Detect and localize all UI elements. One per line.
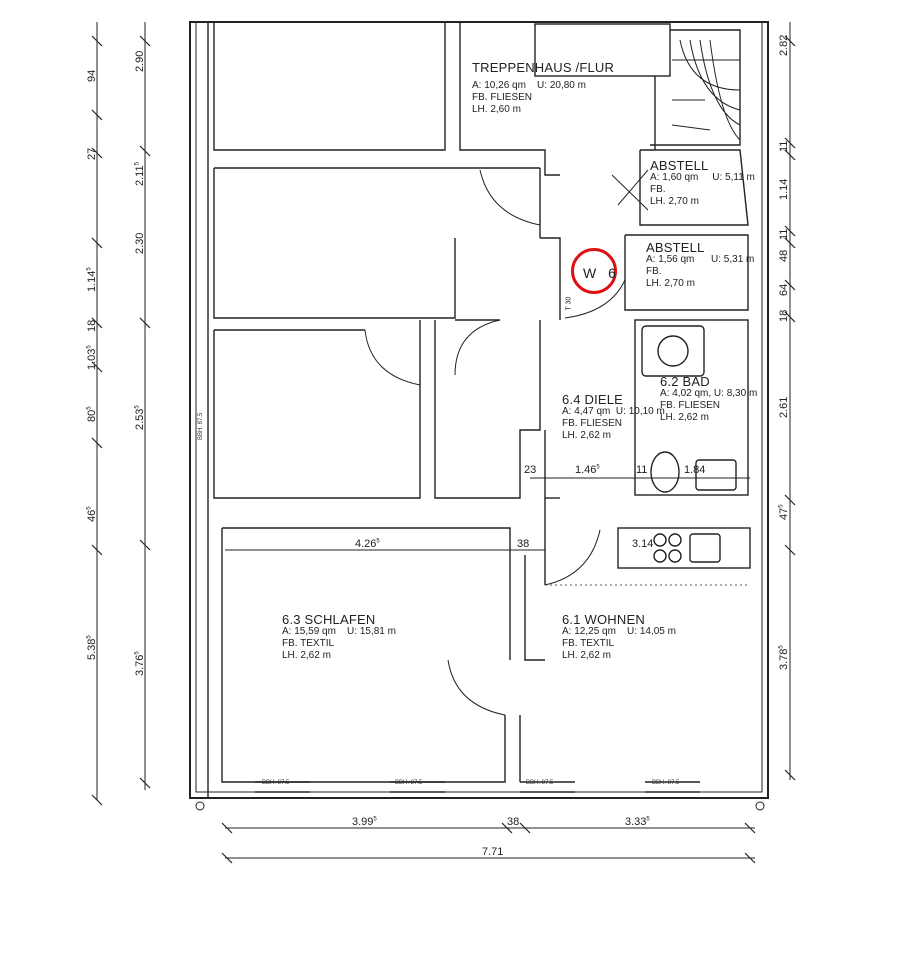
dim-left-outer: 1.145 — [86, 267, 98, 292]
room-height: LH. 2,62 m — [660, 412, 709, 423]
room-name: 6.3 SCHLAFEN — [282, 612, 376, 627]
room-floor: FB. FLIESEN — [472, 92, 533, 103]
room-perimeter: U: 10,10 m — [615, 406, 665, 417]
room-floor: FB. TEXTIL — [282, 638, 335, 649]
dim-bottom-b: 38 — [507, 816, 520, 828]
dim-bottom-total: 7.71 — [482, 846, 504, 858]
apartment-marker-circle — [571, 248, 617, 294]
room-floor: FB. — [650, 184, 666, 195]
dim-left-outer: 18 — [86, 319, 98, 332]
dim-inner: 3.14 — [632, 538, 654, 550]
room-area: A: 1,60 qm — [650, 172, 699, 183]
room-abstell-2: ABSTELL A: 1,56 qm U: 5,31 m FB. LH. 2,7… — [646, 240, 755, 290]
room-floor: FB. FLIESEN — [660, 400, 721, 411]
room-perimeter: U: 14,05 m — [627, 626, 676, 637]
dim-left-inner: 2.115 — [134, 162, 146, 186]
dim-inner: 4.265 — [355, 538, 380, 550]
dim-right: 18 — [778, 309, 790, 322]
dim-right: 64 — [778, 283, 790, 296]
dim-left-outer: 5.385 — [86, 635, 98, 660]
room-wohnen: 6.1 WOHNEN A: 12,25 qm U: 14,05 m FB. TE… — [562, 612, 676, 662]
dim-right: 3.785 — [778, 645, 790, 670]
room-name: 6.4 DIELE — [562, 392, 624, 407]
room-bad: 6.2 BAD A: 4,02 qm, U: 8,30 m FB. FLIESE… — [660, 374, 758, 423]
room-area: A: 4,02 qm — [660, 388, 709, 399]
room-name: 6.2 BAD — [660, 374, 710, 389]
room-area: A: 12,25 qm — [562, 626, 616, 637]
room-abstell-1: ABSTELL A: 1,60 qm U: 5,11 m FB. LH. 2,7… — [650, 158, 755, 208]
t30-label: T 30 — [565, 296, 573, 311]
bbh-label: BBH. 87.5 — [652, 780, 680, 786]
dim-right: 11 — [778, 140, 790, 152]
dim-left-outer: 94 — [86, 69, 98, 82]
room-name: ABSTELL — [650, 158, 709, 173]
room-area: A: 4,47 qm — [562, 406, 611, 417]
dim-left-inner: 2.30 — [134, 232, 146, 254]
dim-right: 48 — [778, 249, 790, 262]
room-height: LH. 2,62 m — [562, 430, 611, 441]
room-floor: FB. TEXTIL — [562, 638, 615, 649]
room-height: LH. 2,70 m — [646, 278, 695, 289]
dim-right: 2.82 — [778, 34, 790, 56]
room-floor: FB. — [646, 266, 662, 277]
room-name: TREPPENHAUS /FLUR — [472, 60, 615, 75]
room-diele: 6.4 DIELE A: 4,47 qm U: 10,10 m FB. FLIE… — [562, 392, 665, 442]
bbh-label: BBH. 87.5 — [198, 412, 204, 440]
dim-inner: 38 — [517, 538, 530, 550]
room-treppenhaus: TREPPENHAUS /FLUR A: 10,26 qm U: 20,80 m… — [472, 60, 615, 116]
dim-right: 475 — [778, 504, 790, 520]
dim-right: 2.61 — [778, 396, 790, 418]
room-height: LH. 2,70 m — [650, 196, 699, 207]
bbh-label: BBH. 87.5 — [395, 780, 423, 786]
dim-left-outer: 465 — [86, 506, 98, 522]
dim-left-inner: 2.90 — [134, 50, 146, 72]
dim-right: 11 — [778, 228, 790, 240]
dim-left-outer: 805 — [86, 406, 98, 422]
dim-inner: 1.84 — [684, 464, 706, 476]
dim-left-inner: 3.765 — [134, 651, 146, 676]
dim-inner: 1.465 — [575, 464, 600, 476]
dim-left-inner: 2.535 — [134, 405, 146, 430]
room-area: A: 15,59 qm — [282, 626, 336, 637]
room-perimeter: U: 20,80 m — [537, 80, 586, 91]
room-height: LH. 2,60 m — [472, 104, 521, 115]
apartment-marker-label: W 6 — [583, 265, 620, 281]
room-floor: FB. FLIESEN — [562, 418, 623, 429]
dim-bottom-a: 3.995 — [352, 816, 377, 828]
dim-left-outer: 1.035 — [86, 345, 98, 370]
bbh-label: BBH. 87.5 — [262, 780, 290, 786]
room-perimeter: U: 8,30 m — [713, 388, 758, 399]
room-perimeter: U: 15,81 m — [347, 626, 396, 637]
dim-right: 1.14 — [778, 178, 790, 200]
dim-inner: 11 — [636, 464, 648, 476]
room-perimeter: U: 5,11 m — [712, 172, 755, 183]
room-name: 6.1 WOHNEN — [562, 612, 645, 627]
dim-left-outer: 27 — [86, 147, 98, 160]
dim-inner: 23 — [524, 464, 537, 476]
room-perimeter: U: 5,31 m — [711, 254, 755, 265]
bbh-label: BBH. 87.5 — [526, 780, 554, 786]
room-height: LH. 2,62 m — [562, 650, 611, 661]
room-height: LH. 2,62 m — [282, 650, 331, 661]
room-schlafen: 6.3 SCHLAFEN A: 15,59 qm U: 15,81 m FB. … — [282, 612, 396, 662]
room-area: A: 10,26 qm — [472, 80, 526, 91]
room-area: A: 1,56 qm — [646, 254, 695, 265]
room-name: ABSTELL — [646, 240, 705, 255]
dim-bottom-c: 3.335 — [625, 816, 650, 828]
